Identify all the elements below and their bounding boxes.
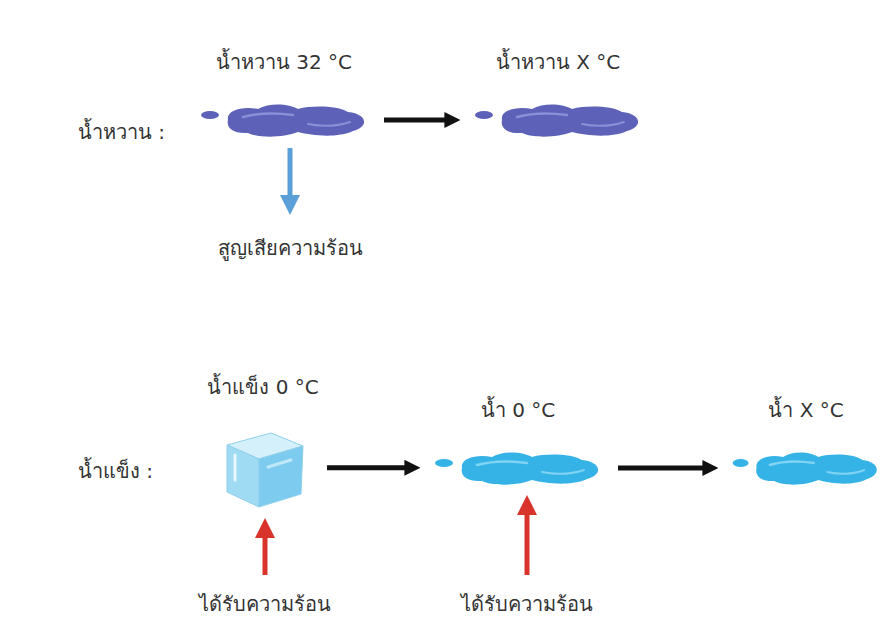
state-heading: น้ำหวาน X °C (496, 46, 620, 78)
heat-loss-arrow (288, 148, 293, 205)
liquid-puddle: น้ำหวาน 32 °C (198, 100, 370, 140)
ice-cube-shape (213, 425, 313, 510)
state-heading: น้ำหวาน 32 °C (216, 46, 352, 78)
heat-label: ได้รับความร้อน (199, 588, 331, 620)
liquid-puddle: น้ำ X °C (730, 448, 882, 488)
puddle-shape (198, 100, 370, 140)
heat-label: สูญเสียความร้อน (218, 232, 363, 264)
row-label: น้ำหวาน : (78, 116, 165, 148)
puddle-shape (730, 448, 882, 488)
puddle-shape (432, 448, 604, 488)
process-arrow (327, 465, 414, 470)
heat-gain-arrow (525, 505, 530, 575)
puddle-shape (472, 100, 644, 140)
liquid-puddle: น้ำ 0 °C (432, 448, 604, 488)
state-heading: น้ำ 0 °C (481, 394, 555, 426)
process-arrow (618, 466, 712, 471)
row-label: น้ำแข็ง : (78, 455, 153, 487)
liquid-puddle: น้ำหวาน X °C (472, 100, 644, 140)
process-arrow (384, 118, 454, 123)
heat-label: ได้รับความร้อน (461, 588, 593, 620)
state-heading: น้ำแข็ง 0 °C (207, 371, 318, 403)
state-heading: น้ำ X °C (768, 394, 843, 426)
ice-cube: น้ำแข็ง 0 °C (213, 425, 313, 510)
heat-gain-arrow (263, 528, 268, 575)
